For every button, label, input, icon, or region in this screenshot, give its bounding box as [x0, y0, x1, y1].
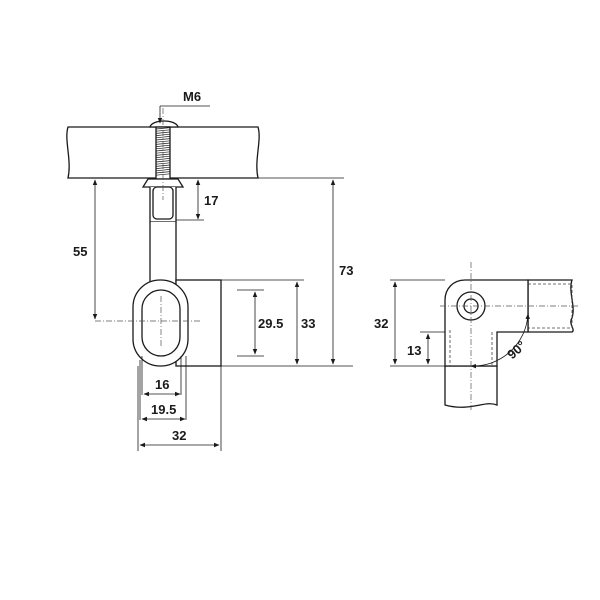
- oval-tube-outer: [132, 279, 189, 367]
- label-dim-29-5: 29.5: [258, 316, 283, 331]
- thread-line: [155, 149, 171, 152]
- front-view: M6 17 55 73 29.5 33 16 19.5 32: [66, 89, 353, 451]
- thread-line: [155, 160, 171, 163]
- thread-line: [155, 169, 171, 172]
- thread-line: [155, 171, 171, 174]
- thread-line: [155, 147, 171, 150]
- label-dim-16: 16: [155, 377, 169, 392]
- thread-line: [155, 127, 171, 130]
- label-dim-33: 33: [301, 316, 315, 331]
- label-m6: M6: [183, 89, 201, 104]
- thread-line: [155, 138, 171, 141]
- label-dim-13: 13: [407, 343, 421, 358]
- label-dim-19-5: 19.5: [151, 402, 176, 417]
- label-dim-73: 73: [339, 263, 353, 278]
- label-dim-32-front: 32: [172, 428, 186, 443]
- label-angle-90: 90°: [504, 338, 529, 362]
- label-dim-55: 55: [73, 244, 87, 259]
- label-dim-17: 17: [204, 193, 218, 208]
- thread-line: [155, 158, 171, 161]
- screw-head: [149, 120, 179, 128]
- label-dim-32-side: 32: [374, 316, 388, 331]
- thread-line: [155, 136, 171, 139]
- oval-tube-inner: [141, 289, 181, 357]
- side-view: 90° 32 13: [374, 262, 580, 410]
